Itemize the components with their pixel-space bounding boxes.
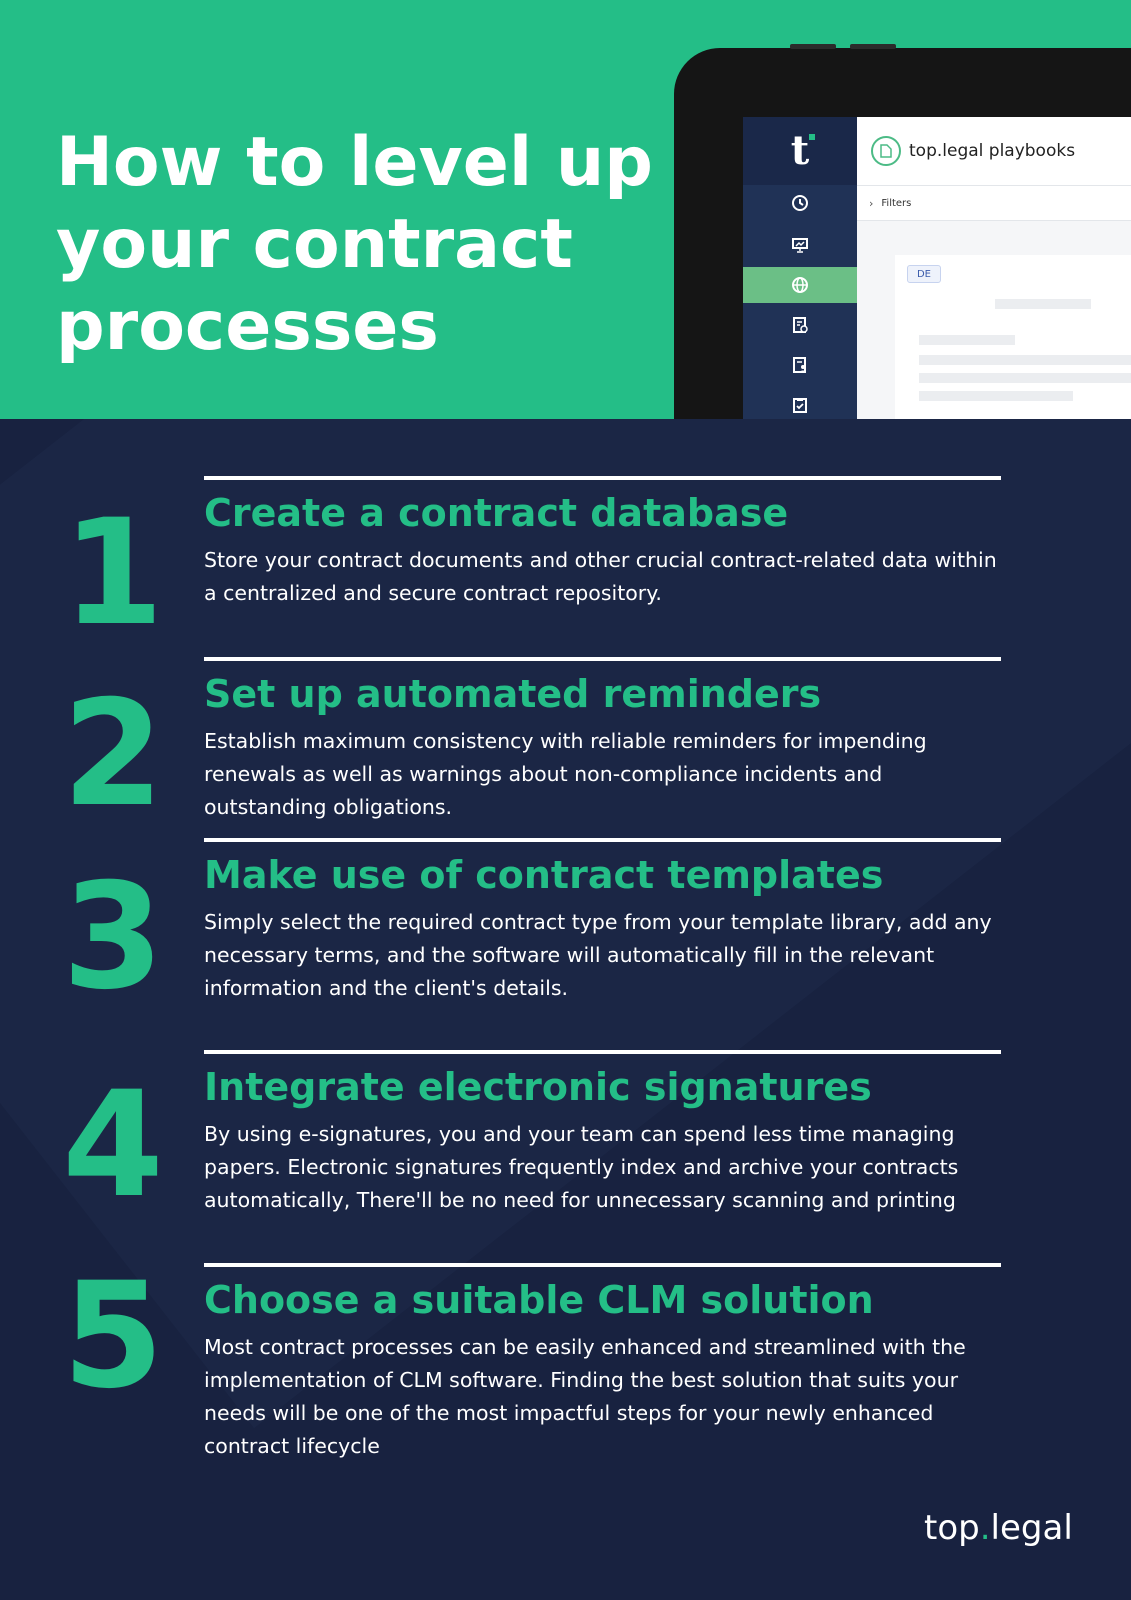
step-heading: Set up automated reminders	[204, 672, 822, 716]
sidebar-item-playbooks[interactable]	[743, 267, 857, 303]
step-number: 5	[62, 1251, 164, 1421]
step-description: Establish maximum consistency with relia…	[204, 729, 927, 819]
placeholder-line	[919, 391, 1073, 401]
app-content: DE	[857, 221, 1131, 419]
playbook-card[interactable]: DE	[895, 255, 1131, 419]
app-logo: t	[743, 117, 857, 185]
step-description: Store your contract documents and other …	[204, 548, 997, 605]
sidebar-item-tasks[interactable]	[743, 387, 857, 419]
app-topbar: top.legal playbooks	[857, 117, 1131, 186]
step-number: 3	[62, 852, 164, 1022]
presentation-icon	[792, 238, 808, 253]
step-number: 1	[62, 488, 164, 658]
step-number: 2	[62, 669, 164, 839]
tablet-button	[850, 44, 896, 49]
clipboard-check-icon	[793, 398, 807, 413]
header-banner: How to level up your contract processes …	[0, 0, 1131, 419]
placeholder-line	[919, 355, 1131, 365]
language-badge: DE	[907, 265, 941, 283]
divider	[204, 476, 1001, 480]
placeholder-line	[995, 299, 1091, 309]
divider	[204, 838, 1001, 842]
logo-accent-square	[809, 134, 816, 140]
sidebar-item-contracts[interactable]	[743, 307, 857, 343]
tablet-button	[790, 44, 836, 49]
brand-name-part1: top	[924, 1508, 980, 1548]
step-description: Most contract processes can be easily en…	[204, 1335, 966, 1458]
content-background	[0, 419, 1131, 1600]
brand-logo: top.legal	[924, 1508, 1073, 1548]
step-heading: Choose a suitable CLM solution	[204, 1278, 874, 1322]
app-sidebar: t	[743, 117, 857, 419]
divider	[204, 1263, 1001, 1267]
document-user-icon	[793, 357, 806, 373]
app-title: top.legal playbooks	[909, 141, 1076, 161]
step-heading: Create a contract database	[204, 491, 789, 535]
placeholder-line	[919, 373, 1131, 383]
step-description: By using e-signatures, you and your team…	[204, 1122, 959, 1212]
step-number: 4	[62, 1060, 164, 1230]
sidebar-item-history[interactable]	[743, 185, 857, 221]
filters-toggle[interactable]: › Filters	[857, 186, 1131, 221]
document-check-icon	[793, 317, 808, 333]
step-heading: Integrate electronic signatures	[204, 1065, 872, 1109]
divider	[204, 1050, 1001, 1054]
divider	[204, 657, 1001, 661]
page-title: How to level up your contract processes	[56, 123, 653, 366]
clock-icon	[792, 195, 808, 211]
placeholder-line	[919, 335, 1015, 345]
brand-name-part2: legal	[990, 1508, 1073, 1548]
globe-icon	[792, 277, 808, 293]
sidebar-item-parties[interactable]	[743, 347, 857, 383]
chevron-right-icon: ›	[869, 196, 874, 210]
step-description: Simply select the required contract type…	[204, 910, 992, 1000]
app-logo-letter: t	[790, 127, 810, 174]
app-screen: t	[743, 117, 1131, 419]
document-icon	[871, 136, 901, 166]
brand-dot: .	[979, 1508, 991, 1548]
sidebar-item-dashboard[interactable]	[743, 227, 857, 263]
filters-label: Filters	[881, 197, 912, 209]
step-heading: Make use of contract templates	[204, 853, 884, 897]
